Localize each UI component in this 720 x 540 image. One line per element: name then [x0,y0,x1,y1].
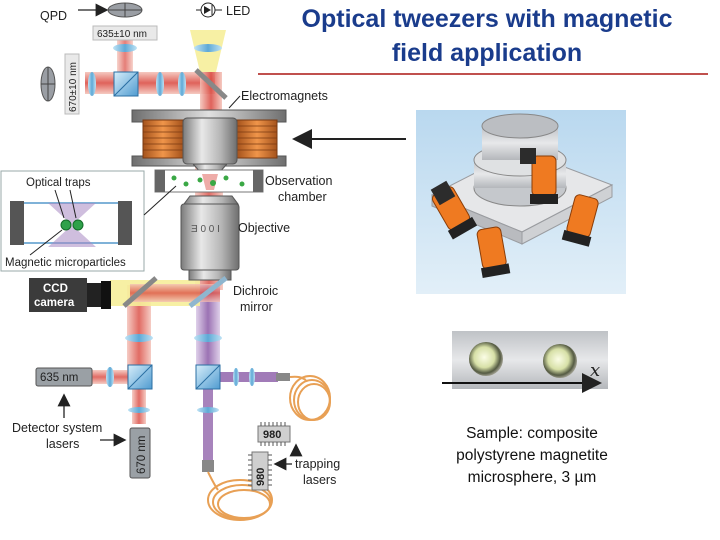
lens-left-lower [125,334,153,342]
objective-tip [183,195,239,205]
slide-title: Optical tweezers with magnetic field app… [262,2,712,70]
trap-pointer-1 [54,189,65,219]
lens-top-1 [156,72,164,96]
magnet-assembly-icon [430,113,614,279]
filter-635-box [92,25,158,41]
laser-635-icon [35,367,93,387]
chip-980-bottom-label: 980 [255,468,267,486]
chip-980-top-icon [257,425,291,443]
fiber-connector [276,373,290,381]
chip-980-bottom-icon [251,451,269,491]
beam-fiber [218,372,278,382]
lens-violet-lower [197,407,219,413]
detector-label-2: lasers [46,437,79,451]
filter-670-box [64,53,80,115]
trapping-label-1: trapping [295,457,340,471]
beam-qpd [117,30,133,78]
dichroic-label-1: Dichroic [233,284,278,298]
microsphere-right [543,344,577,378]
laser-635-label: 635 nm [40,372,78,384]
beam-fiber-down [203,384,213,464]
optical-traps-label: Optical traps [26,177,91,189]
objective-engraving: Ǝ 0 0 I [191,224,220,235]
trapped-particle-2 [72,219,84,231]
objective-icon [180,203,240,271]
title-divider [258,73,708,75]
caption-line-3: microsphere, 3 µm [467,469,597,486]
lens-635 [106,367,114,387]
fiber-connector-bottom [202,460,214,472]
caption-line-2: polystyrene magnetite [456,447,608,464]
fiber-coil-bottom-icon [207,471,273,521]
lens-670 [88,72,96,96]
sample-caption: Sample: composite polystyrene magnetite … [432,423,632,489]
particle-pointer [29,229,63,256]
objective-label: Objective [238,221,290,235]
beam-right-down [200,72,222,120]
lens-top-2 [178,72,186,96]
x-axis-label: x [590,360,600,381]
dichroic-label-2: mirror [240,300,273,314]
ccd-camera-icon [29,278,87,312]
fiber-coil-right-icon [289,375,331,421]
lens-qpd [113,44,137,52]
inset-wall-right [118,201,132,245]
led-label: LED [226,4,250,18]
lens-led [194,44,222,52]
mirror-left [122,276,158,308]
beam-635 [92,370,138,384]
trap-beams [48,203,96,247]
upper-objective [182,117,238,165]
lens-670-lower [128,407,150,413]
laser-670-label: 670 nm [136,436,148,474]
ccd-label-2: camera [34,297,75,309]
caption-line-1: Sample: composite [466,425,598,442]
ccd-label-1: CCD [43,283,68,295]
inset-connector [143,185,177,216]
observation-label-1: Observation [265,174,332,188]
dichroic-mirror-icon [188,276,228,308]
title-line-2: field application [391,39,583,67]
lens-fiber-h1 [233,368,239,386]
qpd-label: QPD [40,9,67,23]
observation-label-2: chamber [278,190,327,204]
electromagnets-pointer [228,95,241,109]
beam-670 [132,384,146,424]
lens-right-lower [194,334,222,342]
beam-top-horizontal [85,72,215,94]
electromagnets-label: Electromagnets [241,89,328,103]
filter-635-label: 635±10 nm [97,29,147,40]
microparticles-label: Magnetic microparticles [5,257,126,269]
microsphere-left [469,342,503,376]
title-line-1: Optical tweezers with magnetic [301,5,673,33]
laser-670-icon [129,427,151,479]
chip-980-top-label: 980 [263,429,281,441]
trapped-particle-1 [60,219,72,231]
mirror-top [194,68,228,100]
lens-fiber-h2 [249,368,255,386]
detector-label-1: Detector system [12,421,102,435]
inset-wall-left [10,201,24,245]
trapping-label-2: lasers [303,473,336,487]
filter-670-label: 670±10 nm [68,62,79,112]
trap-pointer-2 [69,189,77,219]
